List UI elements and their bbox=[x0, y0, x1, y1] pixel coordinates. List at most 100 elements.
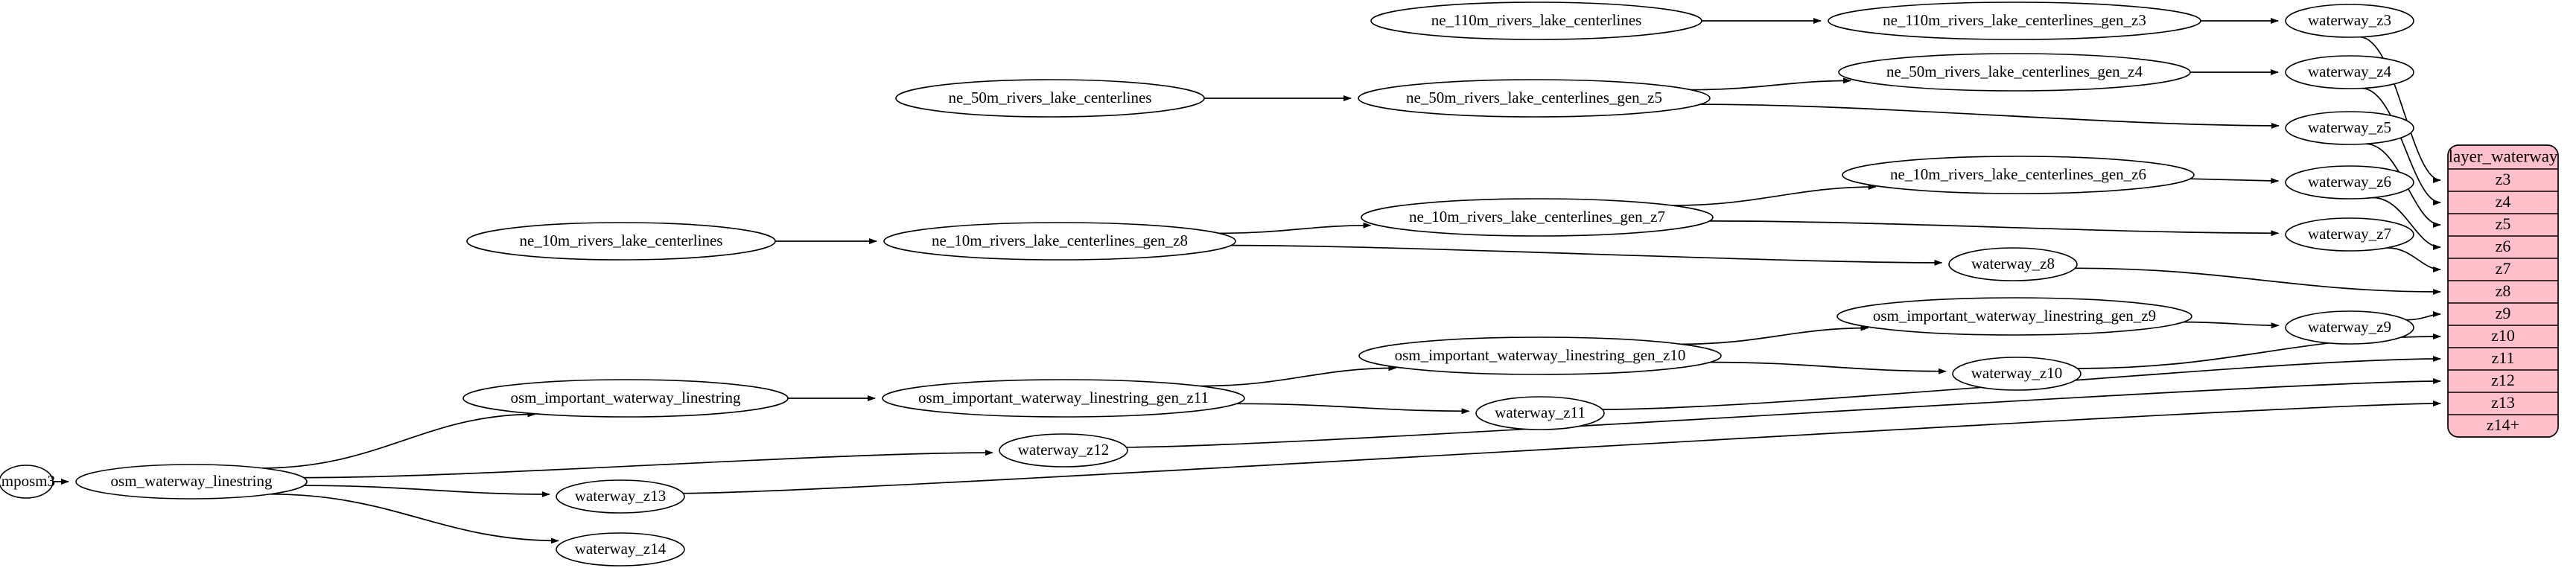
node-shape-waterway_z5 bbox=[2285, 111, 2414, 145]
layer-table-row-z11[interactable]: z11 bbox=[2492, 348, 2515, 367]
node-ne_50m_rivers_lake_centerlines_gen_z4[interactable]: ne_50m_rivers_lake_centerlines_gen_z4 bbox=[1838, 53, 2191, 92]
node-shape-ne_10m_rivers_lake_centerlines bbox=[466, 222, 776, 261]
node-shape-waterway_z7 bbox=[2285, 217, 2414, 252]
node-waterway_z10[interactable]: waterway_z10 bbox=[1952, 357, 2082, 391]
edge-osm_waterway_linestring-to-waterway_z12 bbox=[303, 450, 993, 479]
edge-waterway_z13-to-layer_waterway_z13 bbox=[683, 401, 2441, 494]
node-shape-ne_50m_rivers_lake_centerlines_gen_z4 bbox=[1838, 53, 2191, 92]
node-waterway_z6[interactable]: waterway_z6 bbox=[2285, 165, 2414, 200]
edge-osm_important_waterway_linestring_gen_z11-to-osm_important_waterway_linestring_gen_z10 bbox=[1200, 365, 1397, 387]
node-waterway_z5[interactable]: waterway_z5 bbox=[2285, 111, 2414, 145]
node-osm_important_waterway_linestring[interactable]: osm_important_waterway_linestring bbox=[462, 379, 789, 418]
node-waterway_z12[interactable]: waterway_z12 bbox=[999, 433, 1128, 468]
edge-osm_important_waterway_linestring_gen_z10-to-waterway_z10 bbox=[1710, 361, 1947, 374]
layer-table-row-z14+[interactable]: z14+ bbox=[2487, 415, 2519, 434]
node-waterway_z11[interactable]: waterway_z11 bbox=[1475, 396, 1605, 430]
node-ne_10m_rivers_lake_centerlines_gen_z7[interactable]: ne_10m_rivers_lake_centerlines_gen_z7 bbox=[1361, 198, 1714, 237]
node-waterway_z7[interactable]: waterway_z7 bbox=[2285, 217, 2414, 252]
node-imposm3[interactable]: imposm3 bbox=[0, 465, 55, 499]
node-shape-waterway_z11 bbox=[1475, 396, 1605, 430]
node-ne_10m_rivers_lake_centerlines_gen_z6[interactable]: ne_10m_rivers_lake_centerlines_gen_z6 bbox=[1842, 156, 2195, 194]
node-label-ne_110m_rivers_lake_centerlines: ne_110m_rivers_lake_centerlines bbox=[1431, 11, 1642, 29]
node-shape-waterway_z12 bbox=[999, 433, 1128, 468]
node-osm_waterway_linestring[interactable]: osm_waterway_linestring bbox=[75, 464, 308, 500]
node-ne_10m_rivers_lake_centerlines[interactable]: ne_10m_rivers_lake_centerlines bbox=[466, 222, 776, 261]
node-label-ne_10m_rivers_lake_centerlines_gen_z8: ne_10m_rivers_lake_centerlines_gen_z8 bbox=[932, 232, 1188, 249]
node-ne_110m_rivers_lake_centerlines[interactable]: ne_110m_rivers_lake_centerlines bbox=[1370, 1, 1702, 40]
layer-table-row-z9[interactable]: z9 bbox=[2496, 304, 2511, 322]
node-label-ne_10m_rivers_lake_centerlines_gen_z6: ne_10m_rivers_lake_centerlines_gen_z6 bbox=[1890, 165, 2146, 183]
edge-waterway_z3-to-layer_waterway_z3 bbox=[2359, 36, 2441, 183]
node-label-waterway_z9: waterway_z9 bbox=[2308, 318, 2391, 336]
node-label-waterway_z3: waterway_z3 bbox=[2308, 11, 2391, 29]
node-label-waterway_z6: waterway_z6 bbox=[2308, 173, 2391, 191]
node-waterway_z8[interactable]: waterway_z8 bbox=[1948, 247, 2078, 281]
node-waterway_z13[interactable]: waterway_z13 bbox=[556, 479, 685, 514]
edge-ne_50m_rivers_lake_centerlines_gen_z5-to-ne_50m_rivers_lake_centerlines_gen_z4 bbox=[1690, 77, 1851, 91]
layer-table-row-z6[interactable]: z6 bbox=[2496, 237, 2511, 255]
node-shape-waterway_z14 bbox=[556, 532, 685, 567]
edge-ne_10m_rivers_lake_centerlines_gen_z8-to-waterway_z8 bbox=[1231, 244, 1943, 266]
node-label-osm_important_waterway_linestring: osm_important_waterway_linestring bbox=[510, 389, 741, 406]
node-shape-ne_110m_rivers_lake_centerlines bbox=[1370, 1, 1702, 40]
node-waterway_z3[interactable]: waterway_z3 bbox=[2285, 4, 2414, 38]
node-label-waterway_z14: waterway_z14 bbox=[575, 540, 667, 558]
node-label-osm_important_waterway_linestring_gen_z10: osm_important_waterway_linestring_gen_z1… bbox=[1395, 346, 1686, 364]
node-label-osm_waterway_linestring: osm_waterway_linestring bbox=[111, 472, 273, 490]
node-osm_important_waterway_linestring_gen_z9[interactable]: osm_important_waterway_linestring_gen_z9 bbox=[1836, 297, 2192, 336]
node-label-waterway_z13: waterway_z13 bbox=[575, 487, 666, 505]
node-ne_50m_rivers_lake_centerlines[interactable]: ne_50m_rivers_lake_centerlines bbox=[895, 79, 1205, 118]
node-shape-osm_important_waterway_linestring bbox=[462, 379, 789, 418]
node-shape-ne_50m_rivers_lake_centerlines bbox=[895, 79, 1205, 118]
node-label-waterway_z11: waterway_z11 bbox=[1495, 403, 1586, 421]
node-shape-ne_10m_rivers_lake_centerlines_gen_z6 bbox=[1842, 156, 2195, 194]
node-shape-waterway_z9 bbox=[2285, 310, 2414, 345]
nodes-layer: imposm3 osm_waterway_linestring osm_import… bbox=[0, 1, 2414, 567]
node-ne_10m_rivers_lake_centerlines_gen_z8[interactable]: ne_10m_rivers_lake_centerlines_gen_z8 bbox=[883, 222, 1236, 261]
node-label-waterway_z5: waterway_z5 bbox=[2308, 118, 2391, 136]
node-shape-waterway_z4 bbox=[2285, 55, 2414, 89]
node-label-ne_50m_rivers_lake_centerlines_gen_z5: ne_50m_rivers_lake_centerlines_gen_z5 bbox=[1406, 89, 1662, 106]
node-label-ne_50m_rivers_lake_centerlines_gen_z4: ne_50m_rivers_lake_centerlines_gen_z4 bbox=[1886, 63, 2143, 80]
layer-table-row-z5[interactable]: z5 bbox=[2496, 214, 2511, 233]
layer-table-row-z3[interactable]: z3 bbox=[2496, 170, 2511, 188]
edge-ne_10m_rivers_lake_centerlines_gen_z7-to-ne_10m_rivers_lake_centerlines_gen_z6 bbox=[1672, 184, 1877, 206]
layer-table-row-z4[interactable]: z4 bbox=[2496, 192, 2511, 211]
node-waterway_z14[interactable]: waterway_z14 bbox=[556, 532, 685, 567]
node-ne_110m_rivers_lake_centerlines_gen_z3[interactable]: ne_110m_rivers_lake_centerlines_gen_z3 bbox=[1828, 1, 2201, 40]
edge-ne_10m_rivers_lake_centerlines_gen_z8-to-ne_10m_rivers_lake_centerlines_gen_z7 bbox=[1218, 222, 1372, 234]
layer-table-row-z8[interactable]: z8 bbox=[2496, 281, 2511, 300]
layer-table-row-z10[interactable]: z10 bbox=[2491, 326, 2515, 345]
node-label-waterway_z8: waterway_z8 bbox=[1971, 255, 2055, 272]
node-shape-ne_10m_rivers_lake_centerlines_gen_z7 bbox=[1361, 198, 1714, 237]
node-label-imposm3: imposm3 bbox=[0, 472, 55, 490]
node-waterway_z4[interactable]: waterway_z4 bbox=[2285, 55, 2414, 89]
node-label-ne_110m_rivers_lake_centerlines_gen_z3: ne_110m_rivers_lake_centerlines_gen_z3 bbox=[1883, 11, 2146, 29]
edge-osm_important_waterway_linestring_gen_z9-to-waterway_z9 bbox=[2183, 321, 2280, 329]
node-waterway_z9[interactable]: waterway_z9 bbox=[2285, 310, 2414, 345]
node-label-waterway_z10: waterway_z10 bbox=[1971, 364, 2062, 382]
node-shape-osm_important_waterway_linestring_gen_z11 bbox=[882, 379, 1245, 418]
edge-osm_important_waterway_linestring_gen_z10-to-osm_important_waterway_linestring_gen_z9 bbox=[1680, 325, 1869, 345]
node-shape-osm_important_waterway_linestring_gen_z10 bbox=[1358, 336, 1722, 375]
edge-ne_50m_rivers_lake_centerlines_gen_z5-to-waterway_z5 bbox=[1700, 103, 2280, 129]
node-ne_50m_rivers_lake_centerlines_gen_z5[interactable]: ne_50m_rivers_lake_centerlines_gen_z5 bbox=[1358, 79, 1711, 118]
node-shape-osm_waterway_linestring bbox=[75, 464, 308, 500]
node-osm_important_waterway_linestring_gen_z10[interactable]: osm_important_waterway_linestring_gen_z1… bbox=[1358, 336, 1722, 375]
node-shape-waterway_z6 bbox=[2285, 165, 2414, 200]
layer-table-row-z13[interactable]: z13 bbox=[2491, 393, 2515, 412]
layer-waterway-table: layer_waterwayz3z4z5z6z7z8z9z10z11z12z13… bbox=[2447, 144, 2559, 438]
node-label-osm_important_waterway_linestring_gen_z11: osm_important_waterway_linestring_gen_z1… bbox=[918, 389, 1209, 406]
edge-osm_important_waterway_linestring_gen_z11-to-waterway_z11 bbox=[1236, 403, 1470, 415]
edges-layer bbox=[53, 18, 2441, 544]
edge-osm_waterway_linestring-to-waterway_z14 bbox=[270, 493, 559, 544]
node-osm_important_waterway_linestring_gen_z11[interactable]: osm_important_waterway_linestring_gen_z1… bbox=[882, 379, 1245, 418]
layer-table-row-z12[interactable]: z12 bbox=[2491, 371, 2515, 389]
layer-table-body bbox=[2447, 144, 2559, 438]
edge-ne_10m_rivers_lake_centerlines_gen_z7-to-waterway_z7 bbox=[1709, 220, 2280, 237]
node-shape-ne_50m_rivers_lake_centerlines_gen_z5 bbox=[1358, 79, 1711, 118]
node-label-osm_important_waterway_linestring_gen_z9: osm_important_waterway_linestring_gen_z9 bbox=[1873, 307, 2156, 325]
layer-table-row-z7[interactable]: z7 bbox=[2496, 259, 2511, 278]
edge-waterway_z7-to-layer_waterway_z7 bbox=[2387, 247, 2441, 272]
